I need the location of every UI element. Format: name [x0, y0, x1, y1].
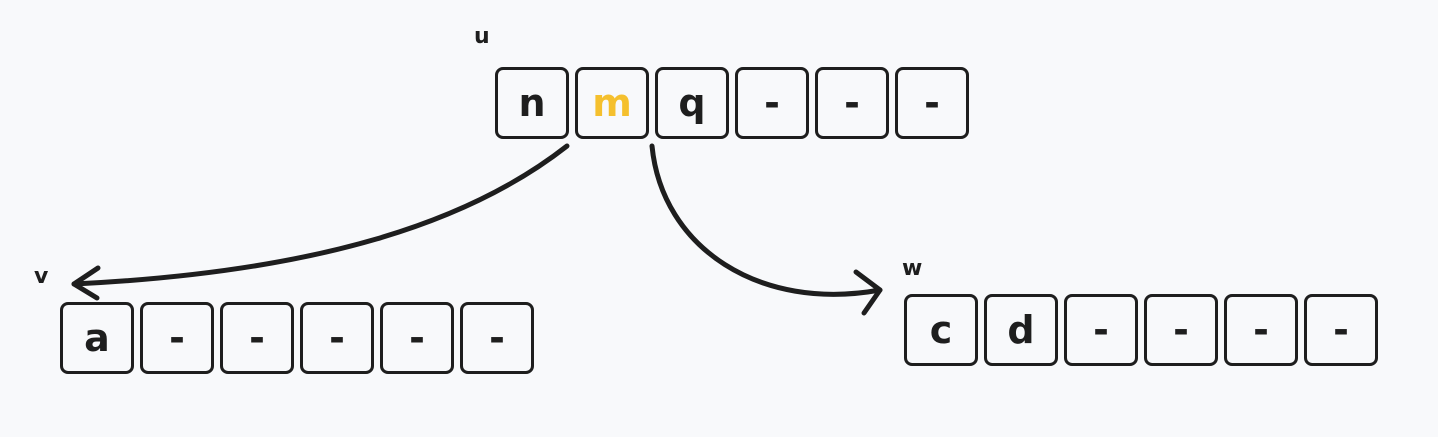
node-u-cell-4: -	[815, 67, 889, 139]
node-w-cell-2: -	[1064, 294, 1138, 366]
edge-u-to-w-arrowhead	[853, 269, 883, 316]
node-w-label: w	[902, 256, 923, 281]
node-w-cell-5: -	[1304, 294, 1378, 366]
node-u: n m q - - -	[495, 67, 969, 139]
node-w-cell-3: -	[1144, 294, 1218, 366]
node-u-label: u	[474, 24, 490, 49]
node-w: c d - - - -	[904, 294, 1378, 366]
edge-u-to-v-arrowhead	[71, 265, 101, 301]
node-w-cell-1: d	[984, 294, 1058, 366]
edge-u-to-w-arrow	[649, 143, 883, 297]
node-v-cell-1: -	[140, 302, 214, 374]
node-v-cell-3: -	[300, 302, 374, 374]
node-v-label: v	[34, 264, 49, 289]
node-v-cell-2: -	[220, 302, 294, 374]
node-v: a - - - - -	[60, 302, 534, 374]
node-w-cell-0: c	[904, 294, 978, 366]
node-u-cell-2: q	[655, 67, 729, 139]
node-u-cell-0: n	[495, 67, 569, 139]
node-v-cell-0: a	[60, 302, 134, 374]
node-u-cell-3: -	[735, 67, 809, 139]
node-u-cell-1-highlighted: m	[575, 67, 649, 139]
node-v-cell-4: -	[380, 302, 454, 374]
node-v-cell-5: -	[460, 302, 534, 374]
node-u-cell-5: -	[895, 67, 969, 139]
node-w-cell-4: -	[1224, 294, 1298, 366]
edge-u-to-v-arrow	[71, 143, 570, 287]
